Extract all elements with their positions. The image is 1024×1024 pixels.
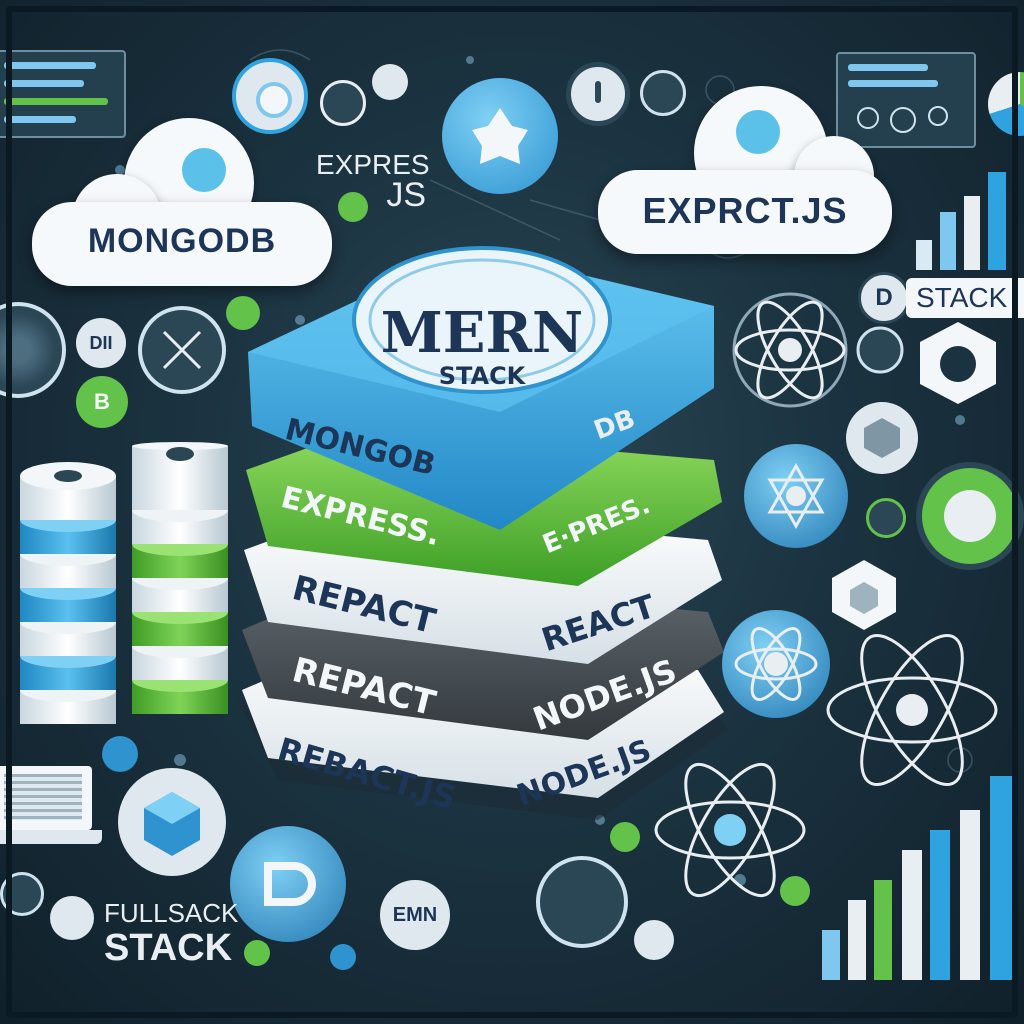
blue-dot-icon-2 [330, 944, 356, 970]
express-cloud: EXPRCT.JS [598, 86, 892, 256]
cube-icon [144, 792, 200, 856]
stats-panel [836, 52, 976, 148]
badge-title: MERN [380, 300, 584, 366]
database-cylinder-icon [20, 442, 228, 724]
badge-subtitle: STACK [438, 362, 526, 390]
play-icon [264, 862, 316, 906]
round-icon-3 [634, 920, 674, 960]
green-dot-icon [338, 192, 368, 222]
hexagon-icon [846, 402, 918, 474]
green-dot-icon-2 [226, 296, 260, 330]
expres-js-label: EXPRES JS [316, 149, 430, 214]
exprct-label: EXPRCT.JS [642, 190, 848, 231]
bar-chart-icon [916, 172, 1006, 270]
expres-line1: EXPRES [316, 149, 430, 180]
spiral-icon [320, 80, 366, 126]
star-of-david-icon [767, 462, 825, 530]
dii-icon: DII [76, 318, 126, 368]
atom-badge-2 [722, 610, 830, 718]
d-icon: D [858, 272, 910, 324]
fullstack-label: FULLSACK STACK [104, 898, 238, 970]
compass-icon [138, 306, 226, 394]
progress-panel [0, 50, 126, 138]
fullstack-line1: FULLSACK [104, 898, 239, 928]
mongodb-cloud: MONGODB [32, 112, 332, 292]
spiral-icon-2 [0, 872, 44, 916]
stack-label: STACK [906, 278, 1024, 318]
laptop-icon [0, 766, 102, 850]
cube-badge [118, 768, 226, 876]
green-dot-icon-3 [610, 822, 640, 852]
star-badge-icon [442, 78, 558, 194]
star-icon [472, 108, 528, 164]
atom-icon [732, 292, 998, 786]
green-dot-icon-5 [244, 940, 270, 966]
gear-icon [857, 106, 948, 133]
blue-dot-icon [102, 736, 138, 772]
info-icon [566, 62, 630, 126]
cloud-icon [182, 148, 226, 192]
gauge-icon [232, 58, 308, 134]
hexagon-icon-2 [826, 556, 902, 632]
fullstack-line2: STACK [104, 927, 233, 969]
atom-icon-2 [734, 627, 818, 701]
atom-badge [744, 444, 848, 548]
d-badge [230, 826, 346, 942]
bar-chart-icon-2 [822, 776, 1012, 980]
green-gauge-icon [916, 462, 1024, 570]
mern-stack-layers [238, 246, 728, 820]
atom-icon-3 [654, 762, 806, 898]
green-dot-icon-4 [780, 876, 810, 906]
cloud-icon-right [736, 110, 780, 154]
emn-icon: EMN [380, 880, 450, 950]
green-ring-icon [866, 498, 906, 538]
globe-icon [536, 856, 628, 948]
mongodb-label: MONGODB [87, 222, 277, 260]
round-icon [372, 64, 408, 100]
round-icon-2 [50, 896, 94, 940]
b-icon: B [76, 376, 128, 428]
expres-line2: JS [386, 176, 426, 214]
target-icon [640, 70, 686, 116]
